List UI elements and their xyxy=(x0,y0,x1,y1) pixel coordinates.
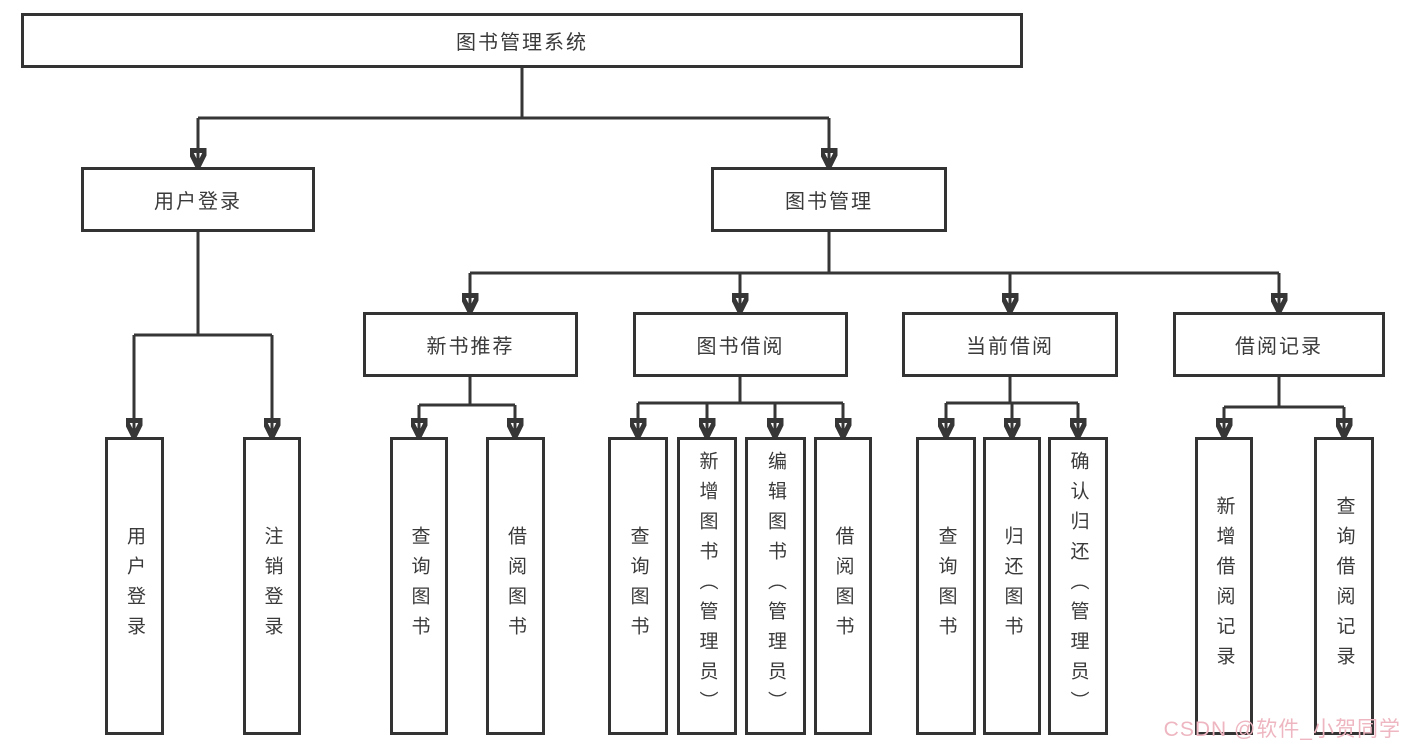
node-borrow-records: 借阅记录 xyxy=(1173,312,1385,377)
leaf-add-book-admin: 新增图书（管理员） xyxy=(677,437,737,735)
leaf-confirm-return-admin: 确认归还（管理员） xyxy=(1048,437,1108,735)
node-current-borrow: 当前借阅 xyxy=(902,312,1118,377)
leaf-borrow-books-recommend: 借阅图书 xyxy=(486,437,545,735)
node-new-book-recommend: 新书推荐 xyxy=(363,312,578,377)
leaf-query-books-current: 查询图书 xyxy=(916,437,976,735)
leaf-query-books-recommend: 查询图书 xyxy=(390,437,448,735)
leaf-user-login: 用户登录 xyxy=(105,437,164,735)
csdn-watermark: CSDN @软件_小贺同学 xyxy=(1163,718,1401,741)
node-user-login: 用户登录 xyxy=(81,167,315,232)
leaf-query-books-borrow: 查询图书 xyxy=(608,437,668,735)
leaf-borrow-books: 借阅图书 xyxy=(814,437,872,735)
node-root: 图书管理系统 xyxy=(21,13,1023,68)
leaf-query-borrow-record: 查询借阅记录 xyxy=(1314,437,1374,735)
node-book-management: 图书管理 xyxy=(711,167,947,232)
leaf-logout: 注销登录 xyxy=(243,437,301,735)
leaf-add-borrow-record: 新增借阅记录 xyxy=(1195,437,1253,735)
leaf-return-books: 归还图书 xyxy=(983,437,1041,735)
leaf-edit-book-admin: 编辑图书（管理员） xyxy=(745,437,806,735)
node-book-borrow: 图书借阅 xyxy=(633,312,848,377)
